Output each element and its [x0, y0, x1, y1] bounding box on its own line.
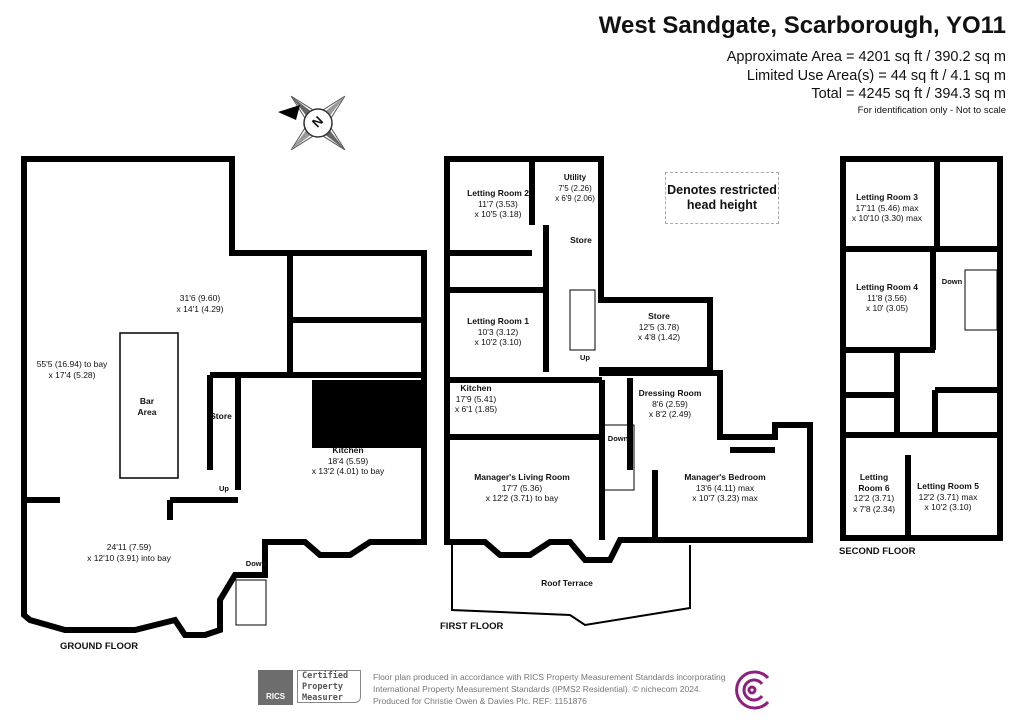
ground-floor-solid-block	[312, 380, 424, 448]
ground-store-label: Store	[210, 411, 232, 421]
main-room-label: 31'6 (9.60)x 14'1 (4.29)	[176, 293, 224, 314]
second-down-label: Down	[941, 277, 963, 286]
north-arrow-icon	[278, 105, 300, 120]
first-stairs	[603, 424, 635, 491]
restricted-head-height-legend: Denotes restricted head height	[665, 172, 779, 224]
first-store-small-label: Store	[570, 235, 592, 245]
limited-use-area: Limited Use Area(s) = 44 sq ft / 4.1 sq …	[746, 68, 1006, 84]
ground-stairs	[235, 579, 267, 626]
approx-area: Approximate Area = 4201 sq ft / 390.2 sq…	[726, 49, 1006, 65]
second-stairs	[964, 269, 998, 331]
ground-up-label: Up	[219, 484, 229, 493]
first-floor-title: FIRST FLOOR	[440, 621, 504, 632]
ground-down-label: Down	[245, 559, 267, 568]
nichecom-logo	[735, 670, 770, 710]
bar-counter	[119, 332, 179, 479]
roof-terrace-outline	[451, 545, 691, 627]
first-stairs-up	[569, 289, 596, 351]
first-up-label: Up	[580, 353, 590, 362]
ground-floor-title: GROUND FLOOR	[60, 641, 139, 652]
rics-logo: RICS	[258, 670, 293, 705]
compass-rose-icon	[290, 95, 346, 151]
front-room-label: 24'11 (7.59)x 12'10 (3.91) into bay	[87, 542, 171, 563]
second-floor-outline	[840, 156, 1003, 541]
first-down-label: Down	[607, 434, 629, 443]
footer-disclaimer: Floor plan produced in accordance with R…	[373, 672, 726, 706]
scale-note: For identification only - Not to scale	[857, 105, 1006, 116]
roof-terrace-label: Roof Terrace	[541, 578, 593, 588]
total-area: Total = 4245 sq ft / 394.3 sq m	[811, 86, 1006, 102]
page-title: West Sandgate, Scarborough, YO11	[598, 12, 1006, 39]
second-floor-title: SECOND FLOOR	[839, 546, 916, 557]
first-floor-outline	[444, 156, 813, 563]
